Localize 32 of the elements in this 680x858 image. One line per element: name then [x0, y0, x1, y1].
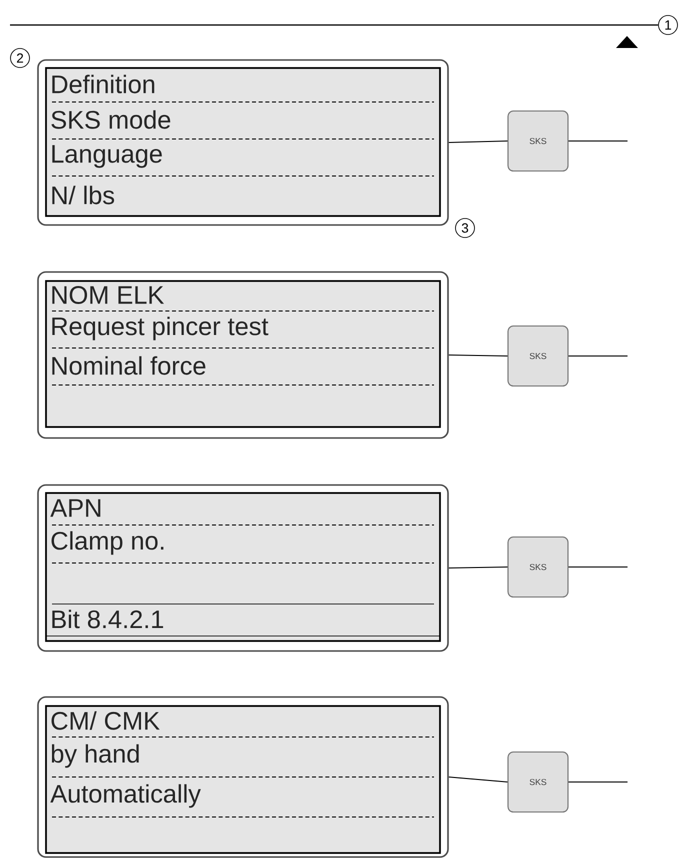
- menu-item: Request pincer test: [52, 316, 268, 340]
- menu-item: Automatically: [50, 784, 201, 808]
- display-panel: [37, 59, 449, 226]
- menu-item: APN: [50, 499, 100, 517]
- sks-key: SKS: [507, 751, 569, 813]
- display-panel: [37, 484, 449, 652]
- connector-line: [568, 781, 628, 783]
- menu-item: NOM ELK: [52, 286, 164, 304]
- sks-key: SKS: [507, 110, 569, 172]
- menu-item: SKS mode: [51, 110, 170, 129]
- menu-item: Bit 8.4.2.1: [52, 610, 164, 628]
- sks-key: SKS: [507, 536, 569, 598]
- menu-item: Definition: [52, 74, 154, 94]
- connector-line: [448, 354, 508, 357]
- menu-item: Clamp no.: [52, 531, 164, 555]
- menu-item: Language: [52, 145, 162, 168]
- callout-number: 1: [658, 15, 678, 35]
- callout-number: 2: [10, 48, 30, 68]
- connector-line: [448, 776, 508, 783]
- menu-item: Nominal force: [52, 356, 206, 375]
- menu-item: by hand: [52, 744, 139, 768]
- menu-item: CM/ CMK: [52, 711, 160, 730]
- display-panel: [37, 696, 449, 858]
- connector-line: [568, 355, 628, 357]
- connector-line: [568, 140, 628, 142]
- menu-item: N/ lbs: [52, 186, 114, 204]
- callout-number: 3: [455, 218, 475, 238]
- sks-key: SKS: [507, 325, 569, 387]
- connector-line: [448, 140, 508, 144]
- connector-line: [568, 566, 628, 568]
- connector-line: [448, 566, 508, 569]
- display-panel: [37, 271, 449, 439]
